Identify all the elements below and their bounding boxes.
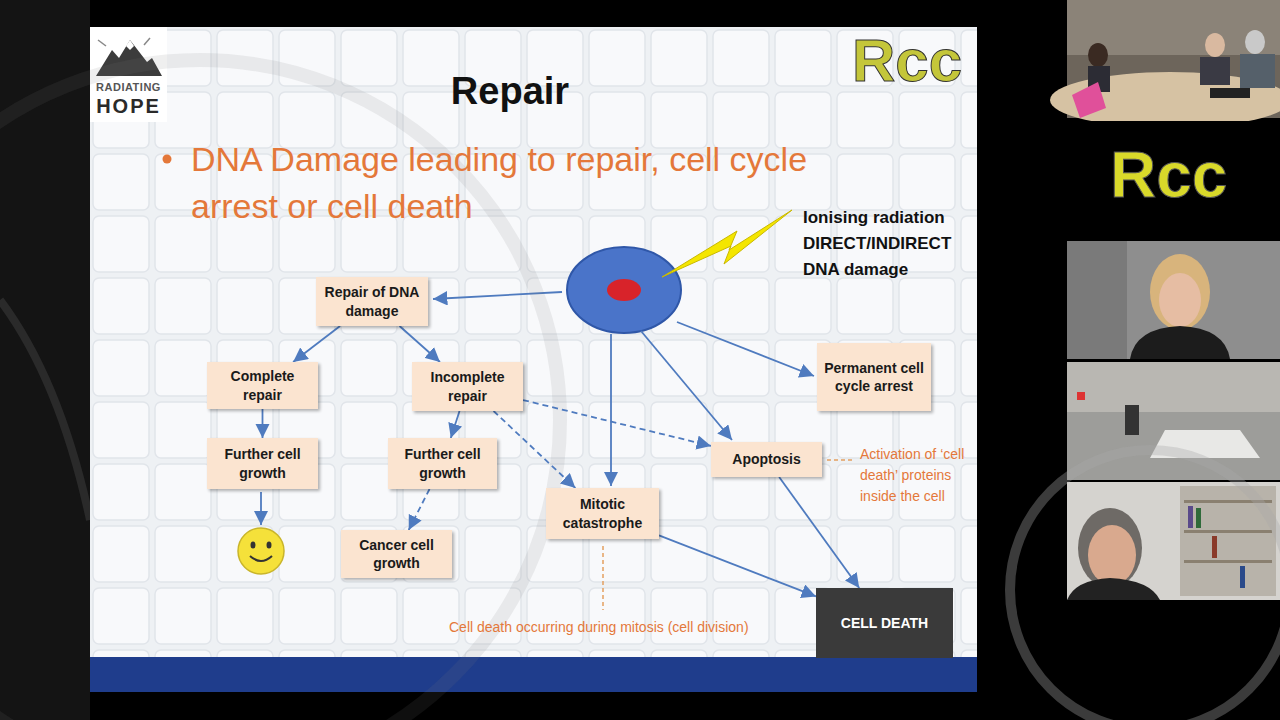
webcam-meeting-room: [1077, 392, 1085, 400]
webcam-office: [1078, 508, 1142, 588]
box-text: CELL DEATH: [841, 614, 928, 632]
box-text: Further cell growth: [394, 445, 491, 481]
cell-arrows: [261, 292, 814, 525]
box-text: Mitotic catastrophe: [552, 495, 653, 531]
cell-arrows: [641, 331, 732, 440]
webcam-room: [1072, 82, 1106, 118]
slide-title: Repair: [300, 70, 720, 113]
box-text: Cancer cell growth: [347, 536, 446, 572]
smiley-face: [267, 542, 272, 549]
box-text: Complete repair: [213, 367, 312, 403]
radiating-hope-logo: [126, 40, 134, 50]
process-box: Complete repair: [207, 362, 318, 409]
dashed-arrow: [494, 411, 576, 488]
webcam-room: [1245, 30, 1265, 54]
webcam-person: [1067, 241, 1127, 359]
logo-text: Rcc: [1110, 138, 1227, 212]
webcam-meeting-room: [1125, 405, 1139, 435]
smiley-face: [238, 528, 284, 574]
process-box: Incomplete repair: [412, 362, 523, 411]
process-box: Repair of DNA damage: [316, 277, 428, 326]
webcam-person: [1130, 326, 1230, 359]
webcam-office: [1088, 525, 1136, 585]
bullet-dot: [163, 155, 172, 164]
webcam-office: [1196, 508, 1201, 528]
cell-illustration: [567, 247, 681, 333]
webcam-room: [1050, 0, 1280, 128]
bullet-text: DNA Damage leading to repair, cell cycle…: [191, 136, 881, 230]
webcam-office: [1184, 530, 1272, 533]
flow-arrow: [293, 326, 340, 362]
webcam-person: [1150, 254, 1210, 330]
process-box: Cancer cell growth: [341, 530, 452, 578]
process-box: Permanent cell cycle arrest: [817, 343, 931, 411]
webcam-meeting-room: [1067, 362, 1280, 412]
annotation: Activation of ‘cell death’ proteins insi…: [860, 444, 972, 507]
logo-text: Rcc: [852, 26, 962, 95]
webcam-office: [1184, 560, 1272, 563]
webcam-room: [1240, 54, 1275, 88]
webcam-room: [1088, 43, 1108, 67]
webcam-logo-tile: [1067, 121, 1280, 239]
webcam-room: [1210, 88, 1250, 98]
flow-arrow: [451, 411, 460, 438]
webcam-person: [1067, 241, 1280, 359]
webcam-office: [1188, 506, 1193, 528]
box-text: Apoptosis: [732, 450, 800, 468]
lightning-bolt: [662, 210, 792, 277]
dashed-arrow: [409, 489, 430, 530]
logo-text: RADIATING: [90, 81, 167, 93]
radiating-hope-logo: [98, 40, 106, 46]
process-box: Further cell growth: [207, 438, 318, 489]
webcam-person: [1159, 273, 1201, 327]
box-text: Repair of DNA damage: [322, 283, 422, 319]
webcam-office: [1067, 482, 1280, 600]
flow-arrow: [262, 409, 264, 438]
box-text: Permanent cell cycle arrest: [823, 359, 925, 395]
flow-arrow: [779, 477, 859, 588]
box-text: Further cell growth: [213, 445, 312, 481]
bullet-dot: [163, 155, 172, 164]
flow-arrow: [659, 535, 816, 596]
slide: [90, 27, 977, 692]
webcam-office: [1067, 578, 1160, 600]
webcam-person: [1067, 241, 1280, 359]
cell-illustration: [567, 247, 681, 333]
watermark-ring: [0, 60, 1280, 720]
process-box: Mitotic catastrophe: [546, 488, 659, 539]
slide: [90, 27, 977, 692]
cell-arrows: [677, 322, 814, 376]
dashed-arrow: [523, 400, 711, 446]
annotation: Cell death occurring during mitosis (cel…: [449, 619, 749, 635]
smiley-face: [238, 528, 284, 574]
smiley-face: [250, 556, 272, 561]
webcam-office: [1067, 482, 1280, 600]
radiation-note: Ionising radiation DIRECT/INDIRECT DNA d…: [803, 205, 971, 283]
flow-arrow: [400, 326, 440, 362]
left-panel: [0, 300, 90, 520]
logo-text: HOPE: [90, 95, 167, 118]
webcam-office: [1212, 536, 1217, 558]
watermark-ring: [1010, 450, 1280, 720]
process-box: Further cell growth: [388, 438, 497, 489]
leader-lines: [827, 459, 853, 461]
cell-illustration: [607, 279, 641, 301]
lightning-bolt: [662, 210, 792, 277]
box-text: Incomplete repair: [418, 368, 517, 404]
outcome-box: CELL DEATH: [816, 588, 953, 658]
webcam-room: [1205, 33, 1225, 57]
webcam-room: [1200, 57, 1230, 85]
radiating-hope-logo: [144, 38, 150, 45]
leader-lines: [602, 546, 604, 610]
slide: [90, 657, 977, 692]
webcam-logo-tile: [1067, 121, 1280, 239]
cell-arrows: [610, 334, 612, 486]
cell-arrows: [260, 492, 262, 525]
webcam-office: [1240, 566, 1245, 588]
process-box: Apoptosis: [711, 442, 822, 477]
smiley-face: [251, 542, 256, 549]
